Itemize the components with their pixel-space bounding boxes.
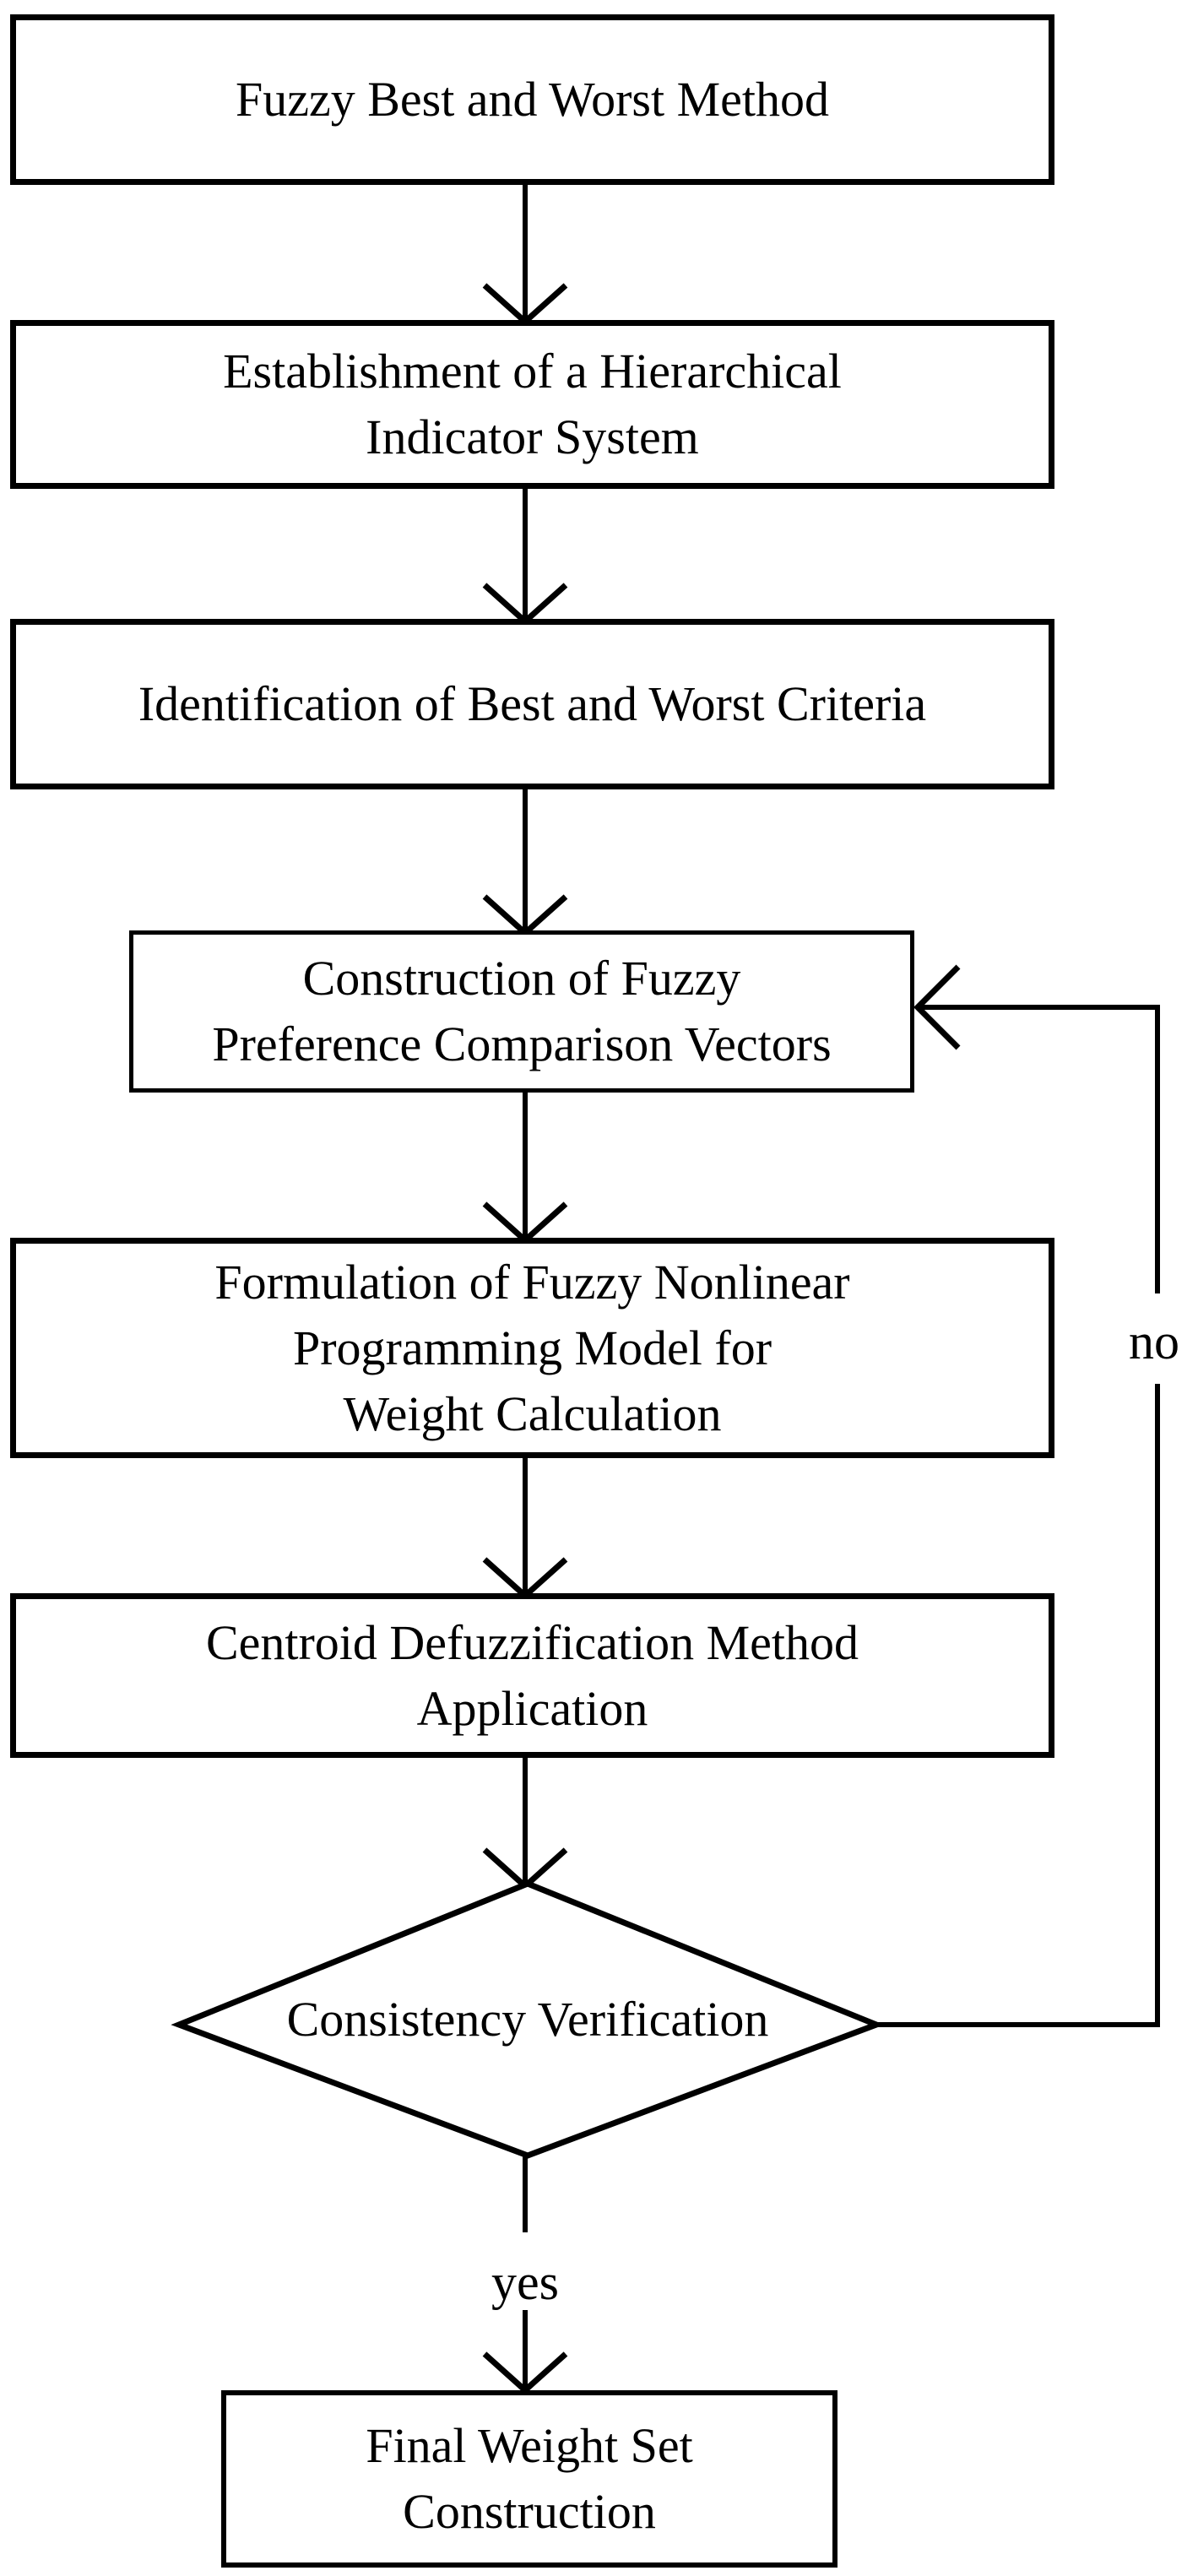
node-hierarchical-indicator-system-label: Establishment of a Hierarchical Indicato… [223,344,842,464]
no-branch-label: no [1124,1315,1184,1369]
no-branch-line-upper [918,1005,1160,1293]
node-hierarchical-indicator-system: Establishment of a Hierarchical Indicato… [10,320,1054,489]
node-best-worst-criteria-label: Identification of Best and Worst Criteri… [138,676,927,731]
node-nonlinear-programming-model: Formulation of Fuzzy Nonlinear Programmi… [10,1238,1054,1458]
node-fuzzy-best-worst-method: Fuzzy Best and Worst Method [10,14,1054,185]
decision-diamond-shape [171,1880,885,2159]
node-final-weight-set-label: Final Weight Set Construction [366,2418,693,2539]
node-best-worst-criteria: Identification of Best and Worst Criteri… [10,619,1054,789]
no-branch-line-lower [876,1384,1160,2027]
node-centroid-defuzzification: Centroid Defuzzification Method Applicat… [10,1593,1054,1758]
yes-branch-label: yes [486,2255,564,2309]
node-preference-comparison-vectors: Construction of Fuzzy Preference Compari… [129,930,914,1093]
node-preference-comparison-vectors-label: Construction of Fuzzy Preference Compari… [212,951,832,1071]
node-fuzzy-best-worst-method-label: Fuzzy Best and Worst Method [235,72,830,127]
node-final-weight-set: Final Weight Set Construction [221,2390,838,2568]
node-centroid-defuzzification-label: Centroid Defuzzification Method Applicat… [205,1614,859,1736]
node-nonlinear-programming-model-label: Formulation of Fuzzy Nonlinear Programmi… [214,1254,850,1441]
no-branch-head-icon [913,964,961,1050]
